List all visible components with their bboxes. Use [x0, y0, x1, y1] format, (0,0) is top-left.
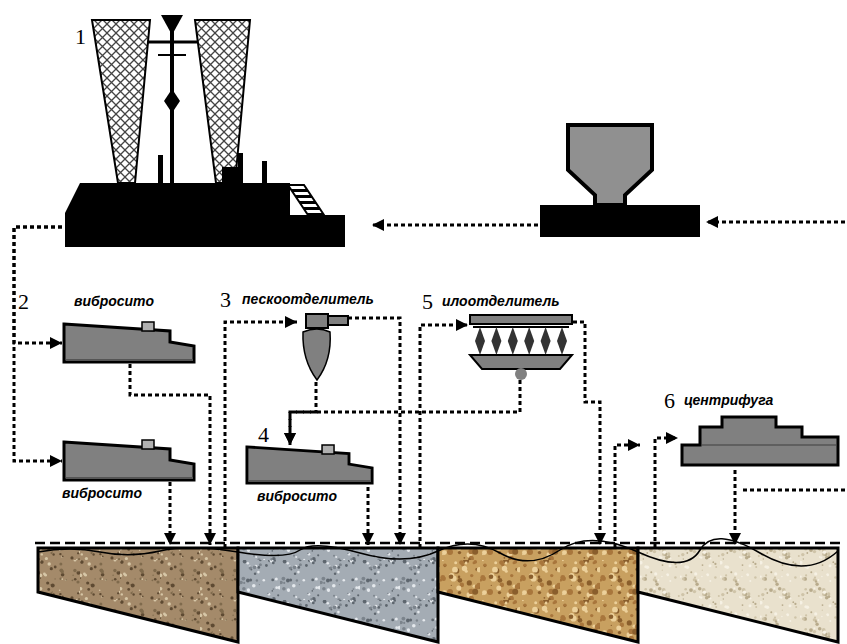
tank — [238, 548, 438, 642]
hopper-funnel — [568, 125, 652, 205]
flow-line — [367, 487, 370, 545]
flow-line — [615, 445, 640, 548]
shape-outline — [62, 15, 347, 247]
flow-lines — [130, 222, 845, 548]
desander: 3пескоотделитель — [298, 312, 348, 382]
shape-outline — [470, 315, 572, 380]
flow-line — [420, 325, 468, 548]
equipment-label: вибросито — [257, 489, 337, 504]
flow-line — [734, 470, 737, 545]
centrifuge: 6центрифуга — [680, 415, 840, 467]
flow-line — [169, 482, 172, 545]
flow-line — [348, 318, 400, 545]
flow-line — [573, 322, 600, 545]
callout-number: 4 — [258, 423, 269, 447]
tank — [38, 548, 238, 642]
equipment-label: пескоотделитель — [242, 292, 374, 307]
shape-outline — [245, 445, 375, 485]
callout-number: 3 — [220, 288, 231, 312]
tank — [438, 548, 638, 642]
flow-connector — [14, 227, 62, 343]
equipment-label: илоотделитель — [442, 294, 560, 309]
flow-line — [372, 224, 538, 227]
shape-outline — [298, 312, 348, 382]
rig-symbol — [65, 15, 345, 247]
shape-outline — [680, 415, 840, 467]
shaker-symbol — [247, 445, 372, 483]
callout-number: 5 — [422, 290, 433, 314]
flow-connector — [14, 227, 62, 461]
flow-line — [655, 438, 678, 548]
centrifuge-symbol — [682, 417, 838, 465]
desilter: 5илоотделитель — [470, 315, 572, 380]
desilter-symbol — [470, 315, 572, 380]
shaker-symbol — [64, 322, 194, 362]
callout-number: 6 — [664, 389, 675, 413]
equipment-label: вибросито — [74, 294, 154, 309]
flow-line — [706, 221, 845, 224]
equipment-label: вибросито — [62, 486, 142, 501]
hopper-base — [540, 205, 700, 237]
shale-shaker: 2вибросито — [62, 322, 197, 364]
shale-shaker: 4вибросито — [245, 445, 375, 485]
flow-line — [225, 322, 297, 548]
callout-number: 2 — [18, 290, 29, 314]
mud-tanks — [35, 539, 840, 642]
hopper — [540, 125, 700, 237]
tank-level-line — [35, 542, 840, 545]
flow-line — [740, 489, 845, 492]
flow-connector — [290, 380, 520, 445]
drilling-rig: 1 — [62, 15, 347, 247]
shape-outline — [62, 322, 197, 364]
shale-shaker: вибросито — [62, 440, 197, 482]
shaker-symbol — [64, 440, 194, 480]
desander-symbol — [303, 314, 348, 380]
shape-outline — [62, 440, 197, 482]
callout-number: 1 — [75, 25, 86, 49]
equipment-label: центрифуга — [684, 393, 773, 408]
